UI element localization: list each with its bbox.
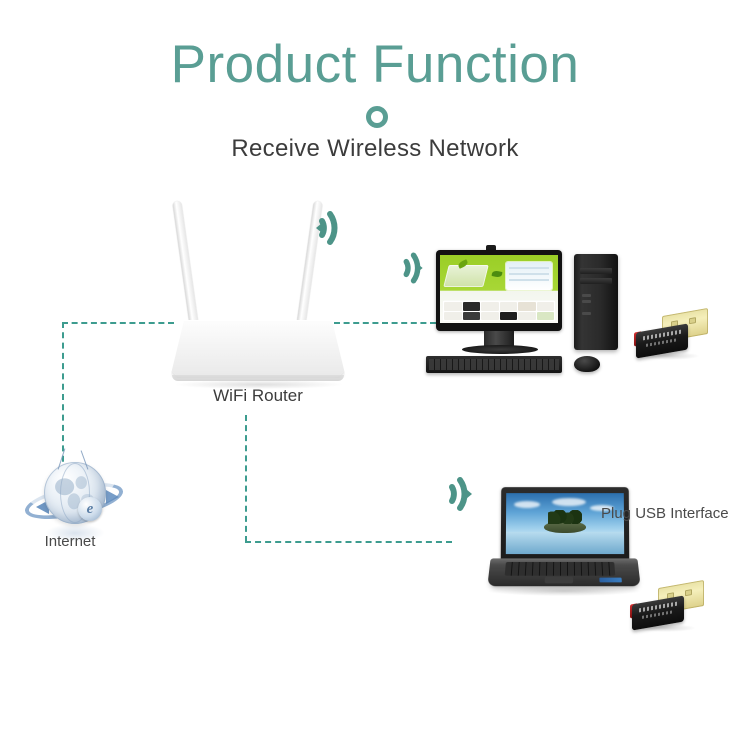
laptop-touchpad [544,576,574,584]
router-label: WiFi Router [213,386,303,405]
laptop-wallpaper-cloud-2 [552,498,586,507]
connector-router-to-laptop-vertical [245,415,247,542]
mouse [574,356,600,372]
monitor-screen [440,255,558,323]
globe-internet-icon: e [18,448,127,555]
laptop-wallpaper-cloud-1 [514,501,541,509]
circle-ring-icon [366,106,388,128]
screen-laptop-graphic [443,265,489,287]
plug-usb-interface-label: Plug USB Interface [601,505,729,522]
monitor-stand-neck [484,331,514,347]
page-subtitle: Receive Wireless Network [231,135,519,162]
connector-router-to-desktop [334,322,436,324]
globe-reflection [46,524,104,542]
desktop-tower [574,254,618,350]
router-shadow [176,380,342,389]
monitor-stand-base [462,345,538,354]
globe-meridians [44,462,106,524]
laptop-screen [505,493,625,555]
usb-wifi-adapter-icon-bottom [628,578,716,634]
page-title: Product Function [170,35,580,94]
router-base [172,375,344,381]
laptop-icon [483,487,643,597]
usb-shadow-bottom [634,624,696,632]
screen-panel-graphic [506,262,552,290]
globe-orbit-arrow-right [106,490,119,504]
laptop-lid [500,487,630,564]
usb-shadow-top [638,352,700,360]
laptop-wallpaper-sea [505,532,625,555]
connector-router-to-internet-horizontal [62,322,174,324]
screen-leaf-2 [491,270,503,278]
router-antenna-left [172,200,199,329]
screen-product-grid [443,301,555,321]
laptop-badge [599,577,622,583]
monitor-webcam [486,245,496,252]
internet-label: Internet [44,533,96,550]
laptop-wallpaper-trees [548,510,582,525]
connector-router-to-laptop-horizontal [245,541,452,543]
desktop-wifi-signal-icon [399,248,439,288]
laptop-wifi-signal-icon [444,472,488,516]
connector-router-to-internet-vertical [62,322,64,472]
desktop-computer-icon [424,245,629,385]
laptop-base [487,558,641,587]
globe-browser-badge: e [78,497,102,521]
usb-wifi-adapter-icon-top [632,306,720,362]
wifi-router-icon [168,196,348,389]
laptop-keyboard [504,561,616,576]
keyboard [426,356,562,373]
router-led-strip [216,471,304,476]
router-body [170,320,346,378]
monitor-frame [436,250,562,331]
laptop-shadow [489,586,639,596]
router-wifi-signal-icon [312,206,356,250]
